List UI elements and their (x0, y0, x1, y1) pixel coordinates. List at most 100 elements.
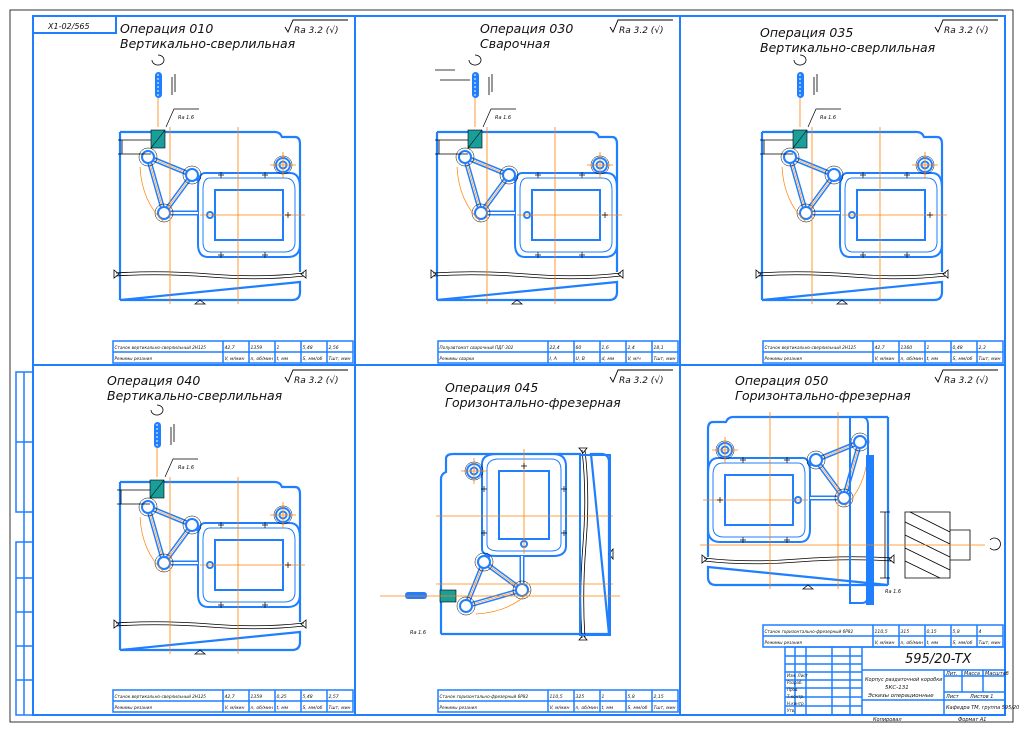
roughness-icon (934, 19, 998, 33)
col-lit: Лит. (945, 671, 958, 677)
table-cell: 42,7 (225, 694, 235, 700)
table-cell: V, м/мин (225, 705, 245, 711)
organization: Кафедра ТМ, группа 595/20 (946, 705, 1019, 711)
table-cell: Станок вертикально-сверлильный 2Н125 (115, 345, 207, 350)
stamp-box (32, 15, 117, 34)
operation-subtitle: Горизонтально-фрезерная (735, 388, 911, 403)
table-cell: 1 (277, 345, 280, 351)
table-cell: 60 (576, 345, 582, 351)
table-cell: 5,48 (303, 694, 313, 700)
operation-title: Операция 050 (735, 373, 828, 388)
table-cell: Режимы резания (765, 356, 803, 361)
designation: 595/20-TX (905, 652, 972, 667)
table-cell: t, мм (277, 356, 289, 362)
table-cell: 0,15 (927, 629, 937, 635)
table-cell: t, мм (927, 356, 939, 362)
title-block-row-label: Т.контр. (787, 694, 804, 699)
roughness-label: Ra 3.2 (√) (294, 375, 339, 386)
roughness-label: Ra 3.2 (√) (619, 25, 664, 36)
title-block (784, 646, 1006, 716)
grid-dividers (33, 16, 1005, 715)
table-cell: t, мм (927, 640, 939, 646)
table-cell: 42,7 (225, 345, 235, 351)
table-cell: 2,57 (329, 694, 339, 700)
roughness-icon (284, 369, 348, 383)
table-cell: Станок горизонтально-фрезерный 6Р82 (440, 694, 529, 699)
table-cell: Tшт, мин (654, 705, 676, 711)
table-cell: S, мм/об (953, 640, 973, 646)
table-cell: Режимы резания (115, 705, 153, 710)
local-roughness-label: Ra 1.6 (178, 465, 194, 471)
table-cell: n, об/мин (251, 356, 273, 362)
table-cell: V, м/мин (875, 640, 895, 646)
local-roughness-label: Ra 1.6 (178, 115, 194, 121)
roughness-label: Ra 3.2 (√) (619, 375, 664, 386)
table-cell: n, об/мин (251, 705, 273, 711)
title-block-row-label: Пров. (787, 687, 799, 692)
table-cell: Станок вертикально-сверлильный 2Н125 (115, 694, 207, 699)
operation-subtitle: Сварочная (480, 36, 551, 51)
sheet-label: Лист (945, 694, 960, 700)
table-cell: V, м/мин (225, 356, 245, 362)
table-cell: I, А (550, 356, 557, 362)
format-label: Формат A1 (958, 717, 986, 723)
roughness-icon (934, 369, 998, 383)
table-cell: Режимы сварки (440, 356, 475, 361)
col-mass: Масса (964, 671, 980, 677)
col-scale: Масштаб (985, 671, 1009, 677)
table-cell: Tшт, мин (654, 356, 676, 362)
table-cell: V, м/мин (875, 356, 895, 362)
operation-title: Операция 030 (480, 21, 573, 36)
sketch-op050 (700, 412, 1001, 605)
operation-subtitle: Вертикально-сверлильная (120, 36, 296, 51)
table-cell: 18,1 (654, 345, 664, 351)
operation-table: Станок вертикально-сверлильный 2Н125Режи… (112, 689, 354, 713)
table-cell: 0,25 (277, 694, 287, 700)
operation-subtitle: Вертикально-сверлильная (760, 40, 936, 55)
title-block-row-label: Утв. (787, 708, 795, 713)
table-cell: Полуавтомат сварочный ПДГ-302 (440, 345, 514, 350)
table-cell: 42,7 (875, 345, 885, 351)
table-cell: d, мм (602, 356, 615, 362)
table-cell: 1359 (251, 694, 263, 700)
table-cell: 110,5 (550, 694, 563, 700)
operation-table: Станок вертикально-сверлильный 2Н125Режи… (112, 340, 354, 364)
local-roughness-label: Ra 1.6 (410, 630, 426, 636)
table-cell: Режимы резания (765, 640, 803, 645)
table-cell: 325 (576, 694, 585, 700)
roughness-icon (284, 19, 348, 33)
title-block-row-label: Н.контр. (787, 701, 805, 706)
table-cell: V, м/мин (550, 705, 570, 711)
roughness-label: Ra 3.2 (√) (294, 25, 339, 36)
title-block-row-label: Разраб. (787, 680, 803, 685)
table-cell: 1360 (901, 345, 913, 351)
sketch-op040 (114, 404, 306, 654)
operation-subtitle: Вертикально-сверлильная (107, 388, 283, 403)
table-cell: Tшт, мин (979, 640, 1001, 646)
sketch-op030 (431, 54, 623, 304)
sketch-op035 (756, 54, 948, 304)
table-cell: 0,48 (953, 345, 963, 351)
table-cell: Tшт, мин (329, 705, 351, 711)
table-cell: V, м/ч (628, 356, 642, 362)
table-cell: n, об/мин (576, 705, 598, 711)
roughness-icon (609, 19, 673, 33)
table-cell: 4 (979, 629, 982, 635)
operation-title: Операция 035 (760, 25, 853, 40)
sketch-op010 (114, 54, 306, 304)
roughness-icon (609, 369, 673, 383)
part-code: 5КС-131 (885, 685, 909, 691)
roughness-label: Ra 3.2 (√) (944, 375, 989, 386)
copied-label: Копировал (873, 717, 902, 723)
title-block-row-label: Изм. Лист (787, 673, 808, 678)
table-cell: S, мм/об (303, 705, 323, 711)
operation-table: Станок горизонтально-фрезерный 6Р82Режим… (762, 624, 1004, 648)
outer-frame (9, 9, 1014, 723)
